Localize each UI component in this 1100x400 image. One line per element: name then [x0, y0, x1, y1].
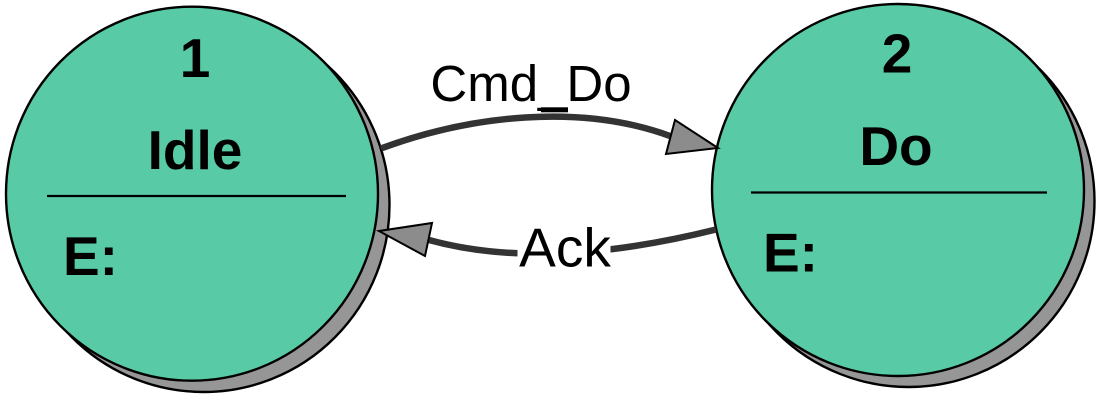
svg-text:Cmd_Do: Cmd_Do [430, 55, 631, 112]
svg-text:1: 1 [180, 27, 211, 89]
svg-text:Ack: Ack [519, 217, 611, 279]
svg-text:E:: E: [763, 222, 818, 284]
svg-text:Do: Do [859, 115, 932, 177]
svg-text:Idle: Idle [148, 119, 243, 181]
svg-text:E:: E: [63, 225, 118, 287]
svg-text:2: 2 [882, 23, 913, 85]
